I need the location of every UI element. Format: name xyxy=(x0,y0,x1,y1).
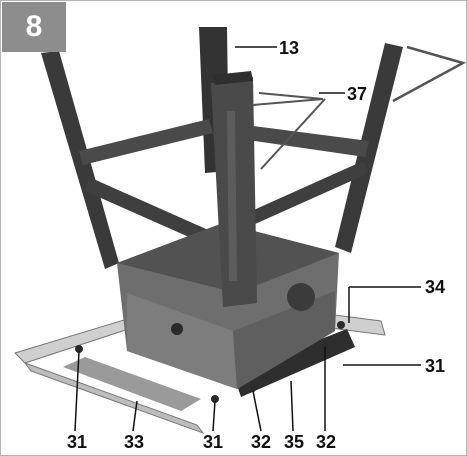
step-number-badge: 8 xyxy=(2,2,66,52)
fastener-32-left xyxy=(250,386,256,392)
callout-34: 34 xyxy=(425,277,446,297)
callout-31-bottom-mid: 31 xyxy=(203,432,224,452)
saw-housing-side xyxy=(233,291,335,389)
fastener-31-right xyxy=(337,321,345,329)
brace-lower-right xyxy=(247,161,369,225)
brace-lower-left xyxy=(85,177,215,245)
callout-32-left: 32 xyxy=(251,432,272,452)
callout-13: 13 xyxy=(279,38,300,58)
leader-lines xyxy=(74,46,421,432)
handle-right xyxy=(392,45,466,103)
callout-33: 33 xyxy=(124,432,145,452)
fastener-32-right xyxy=(322,342,328,348)
fastener-31-mid xyxy=(211,395,219,403)
callout-35: 35 xyxy=(284,432,305,452)
saw-knob xyxy=(171,323,183,335)
callout-32-right: 32 xyxy=(316,432,337,452)
callout-37: 37 xyxy=(347,84,368,104)
saw-dust-port xyxy=(287,283,315,311)
leg-rear-right xyxy=(335,43,403,253)
saw-housing-front xyxy=(127,293,237,389)
fastener-31-left xyxy=(75,345,83,353)
callout-31-bottom-left: 31 xyxy=(67,432,88,452)
handle-center xyxy=(252,92,326,170)
leg-cap xyxy=(213,71,253,85)
leg-rib xyxy=(227,111,237,281)
tray-platform xyxy=(63,357,201,411)
leg-rear-left xyxy=(41,51,119,269)
rail-front xyxy=(23,361,205,435)
brace-upper-left xyxy=(79,119,213,165)
callout-31-right: 31 xyxy=(425,356,446,376)
